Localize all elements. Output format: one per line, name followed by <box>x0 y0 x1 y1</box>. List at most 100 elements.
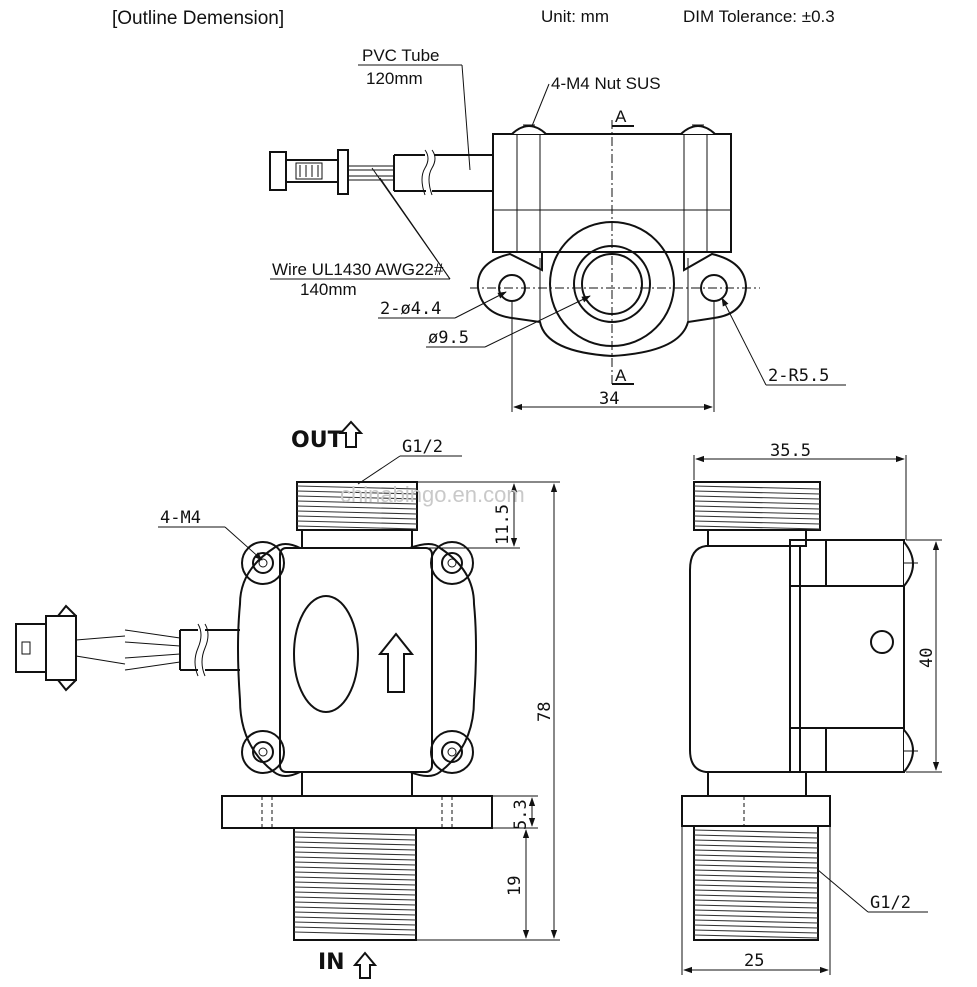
thread-line <box>293 836 417 841</box>
thread-line <box>293 896 417 901</box>
thread-line <box>693 904 819 909</box>
tolerance-label: DIM Tolerance: ±0.3 <box>683 7 835 26</box>
thread-line <box>293 881 417 886</box>
thread-line <box>693 854 819 859</box>
thread-line <box>693 884 819 889</box>
wire-bundle-top <box>348 165 394 181</box>
thread-line <box>693 894 819 899</box>
thread-line <box>296 520 418 525</box>
unit-label: Unit: mm <box>541 7 609 26</box>
top-view: A A PVC Tube 120mm 4-M4 Nut SUS Wire UL1… <box>269 46 846 412</box>
thread-line <box>693 485 821 490</box>
thread-line <box>293 866 417 871</box>
thread-line <box>693 889 819 894</box>
cable-front <box>15 604 240 692</box>
flow-direction-arrow-icon <box>377 632 415 693</box>
thread-line <box>293 851 417 856</box>
screw-bosses-front <box>241 541 474 774</box>
thread-line <box>293 891 417 896</box>
thread-line <box>693 909 819 914</box>
thread-line <box>693 864 819 869</box>
thread-line <box>296 505 418 510</box>
side-nut-top <box>903 541 914 587</box>
thread-line <box>693 929 819 934</box>
thread-line <box>293 906 417 911</box>
thread-line <box>693 525 821 530</box>
section-a-bottom: A <box>615 366 627 385</box>
thread-hatching <box>693 829 819 939</box>
nut-left <box>511 125 547 135</box>
in-label: IN <box>318 950 345 975</box>
thread-line <box>293 841 417 846</box>
thread-line <box>693 849 819 854</box>
bottom-thread <box>293 827 417 941</box>
nut-label: 4-M4 Nut SUS <box>551 74 661 93</box>
side-hole <box>870 630 894 654</box>
thread-line <box>693 914 819 919</box>
wire-length: 140mm <box>300 280 357 299</box>
thread-line <box>293 831 417 836</box>
thread-line <box>693 515 821 520</box>
section-a-top: A <box>615 107 627 126</box>
bottom-width-dim: 25 <box>744 951 764 971</box>
watermark: chinabingo.en.com <box>340 482 525 507</box>
thread-line <box>693 899 819 904</box>
screw-label: 4-M4 <box>160 508 201 528</box>
side-view: 35.5 40 G1/2 25 <box>681 441 942 975</box>
flange-thickness-dim: 5.3 <box>511 799 531 830</box>
thread-line <box>693 869 819 874</box>
top-thread-dim: 11.5 <box>493 504 513 545</box>
thread-line <box>693 520 821 525</box>
thread-line <box>293 921 417 926</box>
thread-line <box>293 861 417 866</box>
out-label: OUT <box>291 428 343 453</box>
hole-diameter-dim: 2-ø4.4 <box>380 299 441 319</box>
side-height-dim: 40 <box>917 648 937 668</box>
thread-line <box>293 931 417 936</box>
sensor-window <box>293 595 359 713</box>
thread-line <box>693 839 819 844</box>
connector-plug-top <box>269 149 349 195</box>
thread-line <box>293 846 417 851</box>
header: [Outline Demension] Unit: mm DIM Toleran… <box>112 7 835 29</box>
side-flange <box>681 795 831 827</box>
drawing-title: [Outline Demension] <box>112 8 284 29</box>
radius-dim: 2-R5.5 <box>768 366 829 386</box>
thread-line <box>293 916 417 921</box>
thread-line <box>693 505 821 510</box>
thread-line <box>293 871 417 876</box>
thread-line <box>296 510 418 515</box>
thread-hatching <box>296 485 418 530</box>
thread-line <box>693 495 821 500</box>
thread-hatching <box>293 831 417 936</box>
thread-line <box>693 510 821 515</box>
thread-line <box>693 500 821 505</box>
connector-plug-front <box>15 623 47 673</box>
thread-line <box>293 856 417 861</box>
pvc-tube-length: 120mm <box>366 69 423 88</box>
thread-line <box>693 919 819 924</box>
total-height-dim: 78 <box>535 702 555 722</box>
thread-line <box>296 495 418 500</box>
thread-line <box>693 924 819 929</box>
sensor-cover-front <box>279 547 433 773</box>
thread-line <box>693 874 819 879</box>
thread-line <box>693 934 819 939</box>
thread-line <box>296 485 418 490</box>
thread-line <box>296 525 418 530</box>
bottom-thread-label: G1/2 <box>870 893 911 913</box>
front-view: OUT IN <box>15 420 560 979</box>
thread-line <box>296 490 418 495</box>
pvc-tube <box>393 149 493 196</box>
wire-label: Wire UL1430 AWG22# <box>272 260 444 279</box>
bottom-thread-dim: 19 <box>505 876 525 896</box>
bore-diameter-dim: ø9.5 <box>428 328 469 348</box>
thread-line <box>693 490 821 495</box>
thread-line <box>293 926 417 931</box>
thread-line <box>296 515 418 520</box>
side-body <box>689 545 801 773</box>
thread-line <box>293 886 417 891</box>
thread-line <box>693 844 819 849</box>
side-width-dim: 35.5 <box>770 441 811 461</box>
